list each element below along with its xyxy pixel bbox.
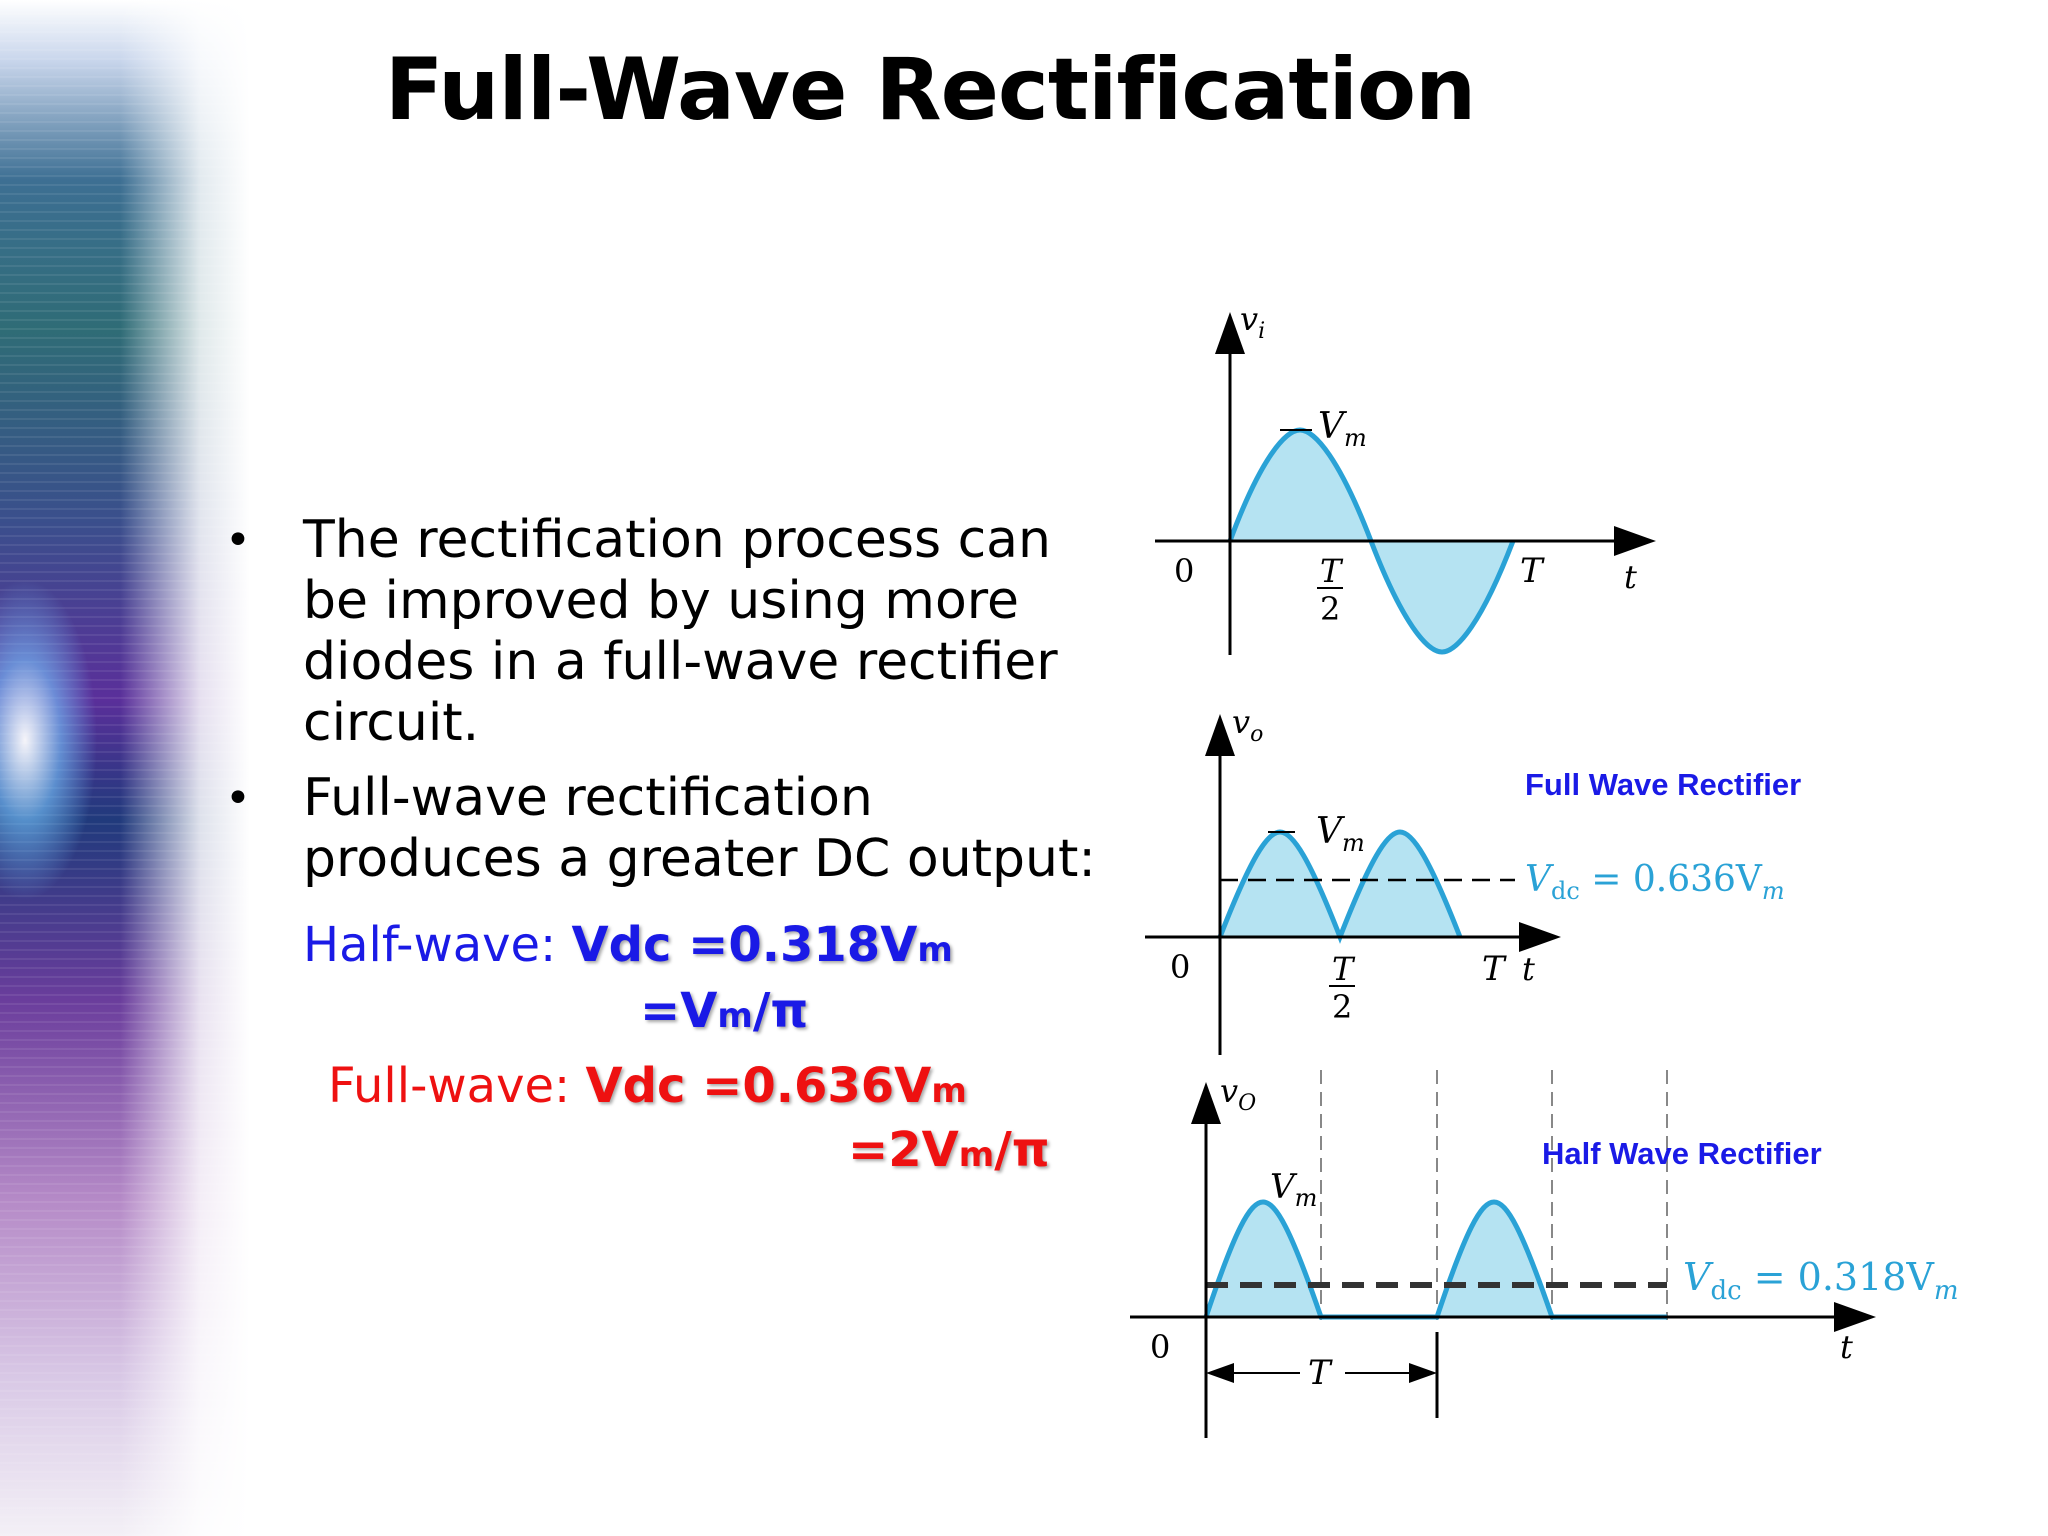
half-wave-v-label: vO [1220, 1072, 1256, 1116]
half-wave-peak-label: Vm [1270, 1167, 1317, 1212]
input-sine-positive-fill [1230, 430, 1371, 541]
half-wave-t-label: t [1840, 1328, 1853, 1366]
half-wave-vm-over-pi: =Vm/π [640, 983, 809, 1039]
half-wave-period-label: T [1308, 1353, 1333, 1393]
full-wave-period-label: T [1482, 949, 1507, 989]
half-wave-pulse-2-fill [1437, 1202, 1552, 1317]
bullet-text: The rectification process can be improve… [303, 510, 1058, 753]
half-wave-zero-label: 0 [1150, 1328, 1170, 1366]
full-wave-t-label: t [1522, 950, 1535, 988]
input-half-period-den: 2 [1320, 590, 1340, 628]
half-wave-pulse-1-fill [1206, 1202, 1321, 1317]
input-zero-label: 0 [1174, 552, 1194, 590]
slide-title: Full-Wave Rectification [384, 40, 1477, 140]
half-wave-equation-line2: =Vm/π [640, 983, 808, 1039]
full-wave-2vm-over-pi: =2Vm/π [848, 1122, 1050, 1178]
full-wave-equation-line2: =2Vm/π [848, 1122, 1050, 1178]
full-wave-fill [1220, 832, 1460, 937]
input-sine-negative-fill [1371, 541, 1513, 652]
full-wave-peak-label: Vm [1316, 811, 1365, 857]
full-wave-vdc: Vdc =0.636Vm [585, 1058, 967, 1114]
decorative-circuit-board-background [0, 0, 250, 1536]
full-wave-zero-label: 0 [1170, 948, 1190, 986]
bullet-marker: • [225, 515, 251, 566]
input-period-label: T [1520, 551, 1545, 591]
bullet-text: Full-wave rectification produces a great… [303, 768, 1096, 889]
full-wave-half-period-num: T [1332, 950, 1356, 988]
bullet-item-greater-dc-output: • Full-wave rectification produces a gre… [225, 768, 1105, 890]
input-v-label: vi [1240, 300, 1265, 344]
full-wave-output-diagram: vo Vm Vdc = 0.636Vm 0 T 2 T t [1145, 710, 1785, 1055]
half-wave-vdc: Vdc =0.318Vm [571, 917, 953, 973]
full-wave-vdc-label: Vdc = 0.636Vm [1525, 859, 1785, 905]
input-waveform-diagram: vi Vm 0 T 2 T t [1155, 300, 1656, 655]
input-t-label: t [1624, 558, 1637, 596]
input-half-period-num: T [1320, 552, 1344, 590]
bullet-marker: • [225, 773, 251, 824]
full-wave-half-period-den: 2 [1332, 988, 1352, 1026]
bullet-list: • The rectification process can be impro… [225, 510, 1105, 890]
half-wave-equation-line1: Half-wave: Vdc =0.318Vm [303, 917, 953, 973]
half-wave-output-diagram: T vO Vm Vdc = 0.318Vm 0 t [1130, 1070, 1959, 1438]
full-wave-equation-line1: Full-wave: Vdc =0.636Vm [328, 1058, 967, 1114]
bullet-item-rectification-process: • The rectification process can be impro… [225, 510, 1105, 754]
full-wave-label: Full-wave: [328, 1058, 586, 1114]
full-wave-v-label: vo [1232, 710, 1263, 747]
full-wave-rectifier-caption: Full Wave Rectifier [1525, 767, 1802, 802]
half-wave-label: Half-wave: [303, 917, 572, 973]
half-wave-vdc-label: Vdc = 0.318Vm [1683, 1255, 1959, 1306]
input-peak-label: Vm [1318, 406, 1367, 452]
half-wave-rectifier-caption: Half Wave Rectifier [1542, 1136, 1822, 1171]
